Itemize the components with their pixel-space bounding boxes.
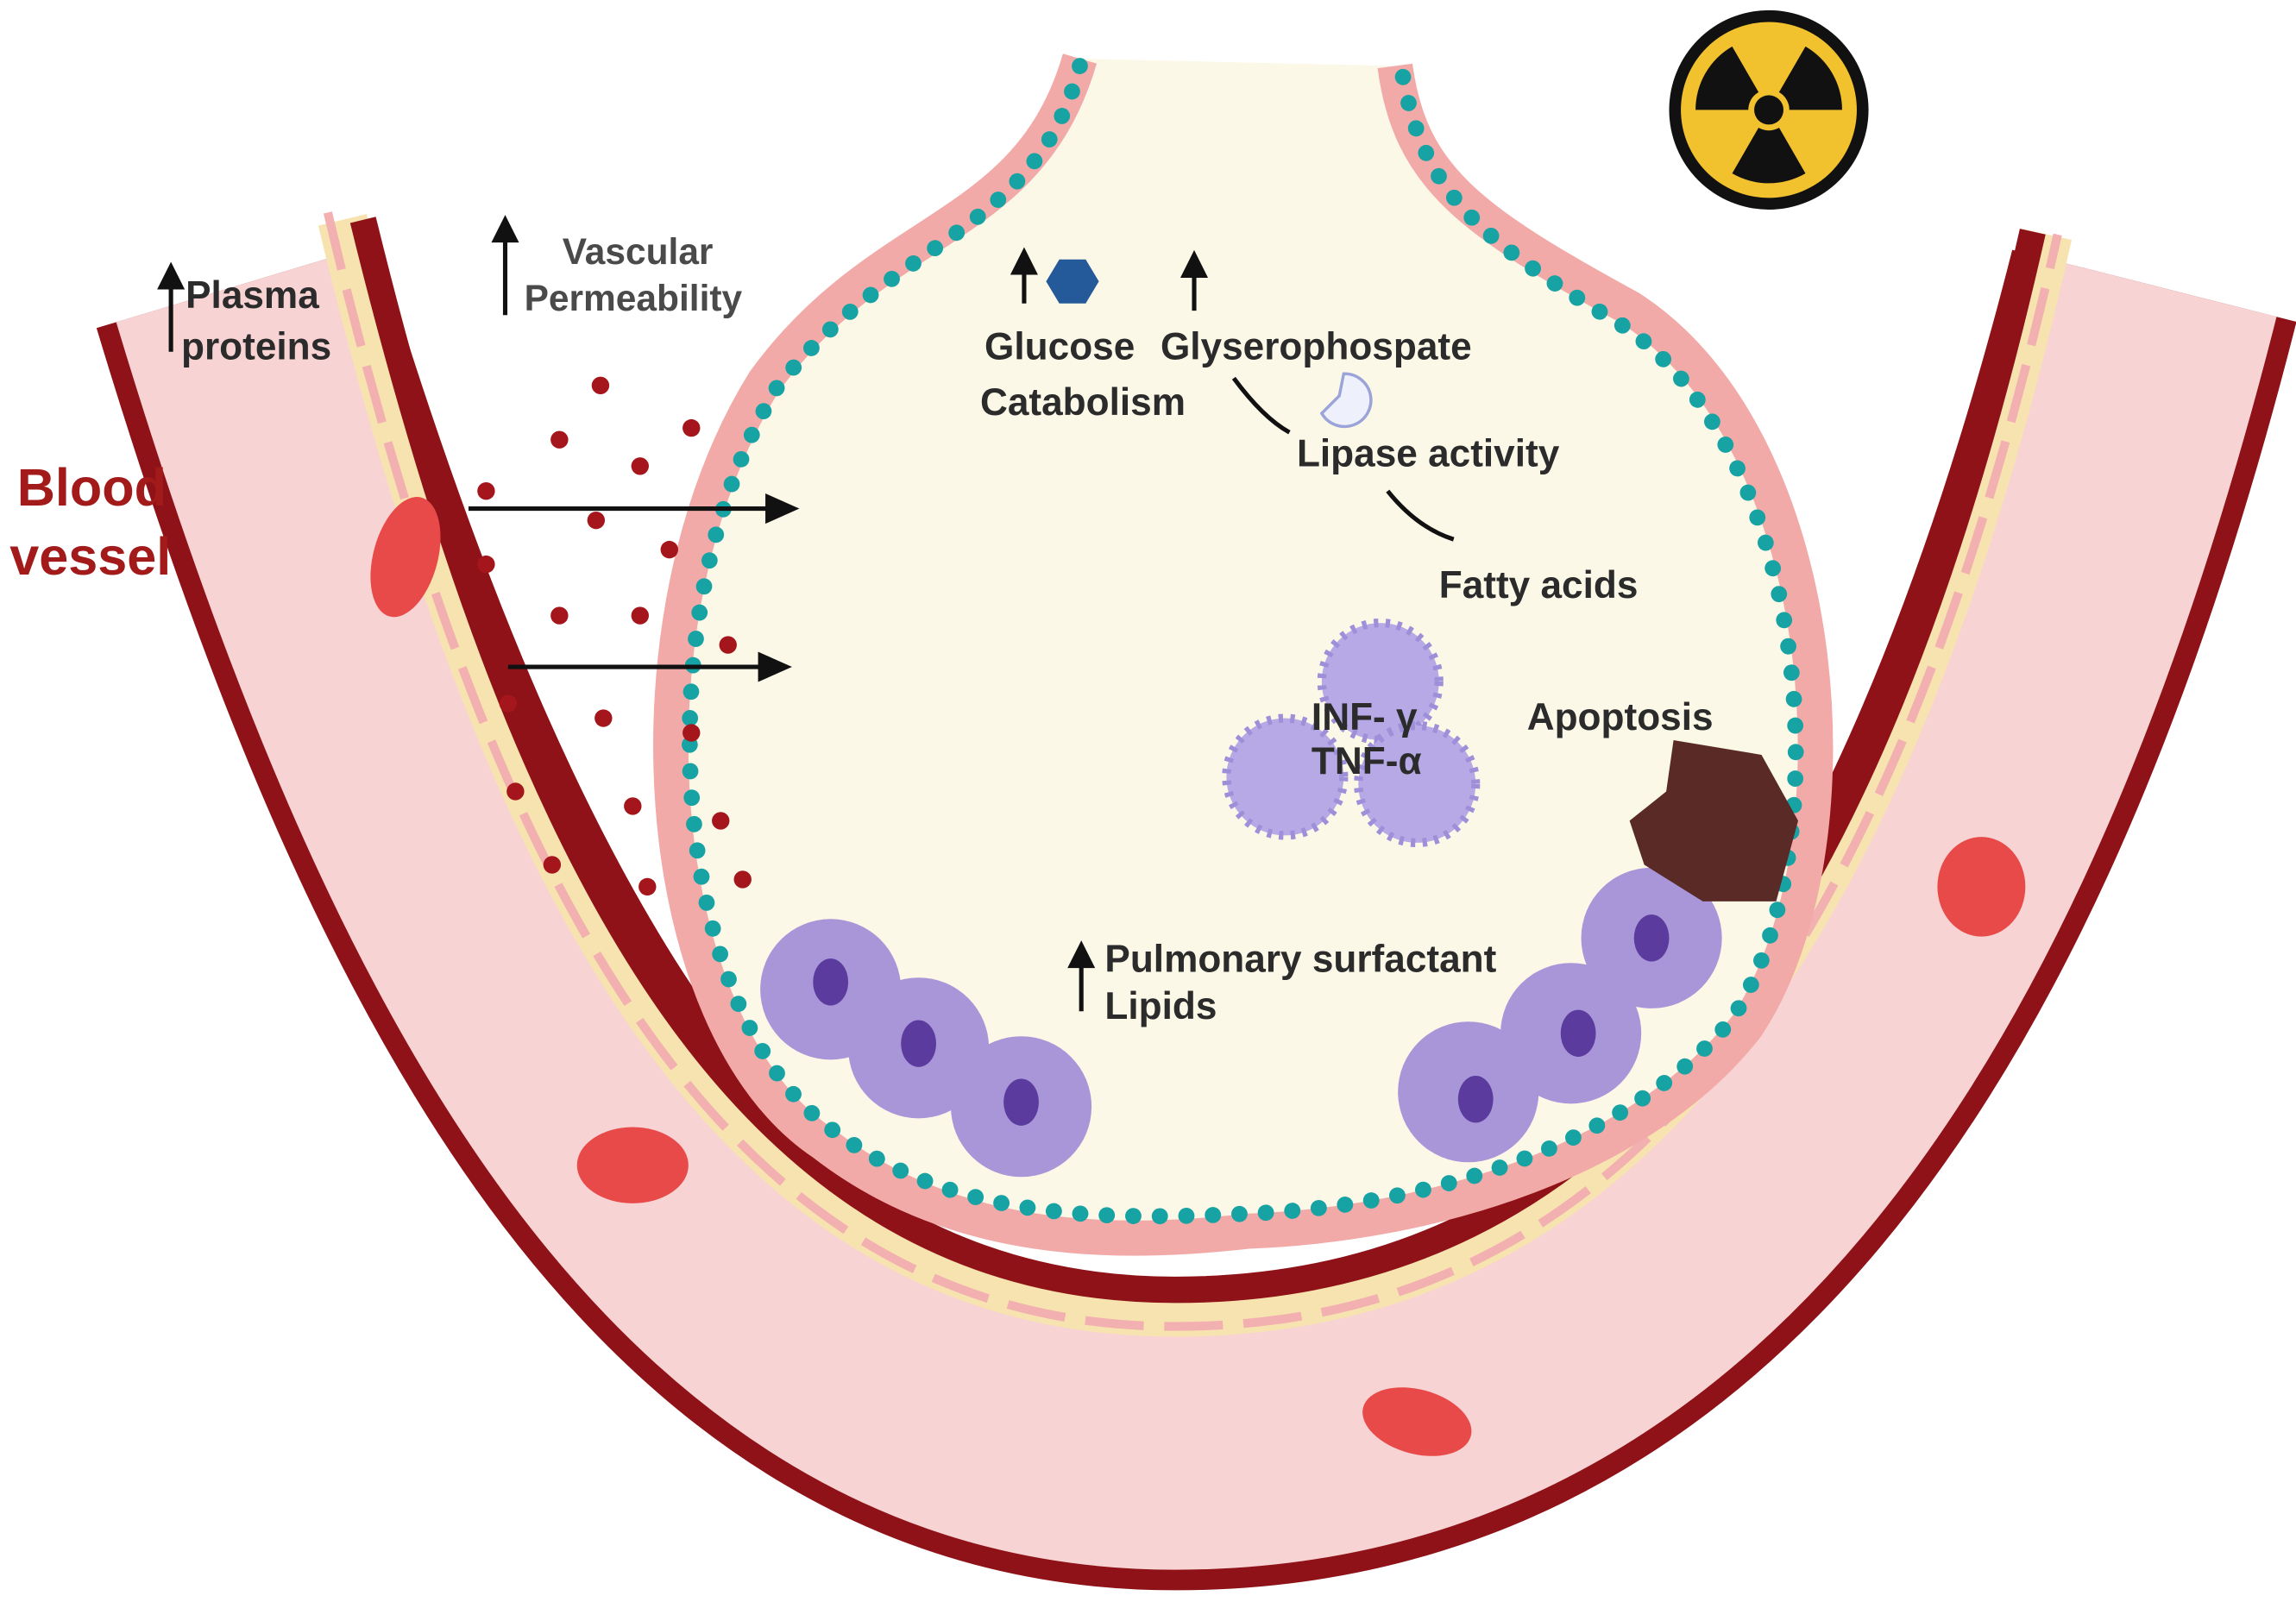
- catabolism-label: Catabolism: [980, 381, 1186, 424]
- fatty-acids-label: Fatty acids: [1439, 564, 1639, 606]
- vascular-label: Vascular: [563, 231, 714, 272]
- blood-vessel: [96, 211, 2296, 1591]
- permeability-label: Permeability: [525, 278, 743, 318]
- pathway-arrows: [1231, 376, 1455, 542]
- surfactant-label: Pulmonary surfactant: [1104, 938, 1496, 980]
- inf-gamma-label: INF- γ: [1312, 696, 1418, 738]
- lipase-activity-label: Lipase activity: [1297, 432, 1560, 474]
- proteins-label: proteins: [181, 325, 331, 368]
- red-blood-cells: [370, 497, 2026, 1456]
- apoptotic-cell-icon: [1629, 739, 1799, 902]
- plasma-protein-dots: [477, 376, 752, 896]
- plasma-label: Plasma: [186, 274, 319, 317]
- macrophages: [760, 867, 1722, 1178]
- cytokine-cells: [1222, 618, 1481, 848]
- radiation-hazard-icon: [1669, 9, 1869, 210]
- up-arrows: [157, 215, 1209, 1012]
- enzyme-icon: [1319, 372, 1373, 429]
- apoptosis-label: Apoptosis: [1527, 696, 1714, 738]
- vessel-label: vessel: [9, 527, 171, 586]
- glucose-label: Glucose: [984, 325, 1135, 368]
- lipids-label: Lipids: [1104, 985, 1217, 1027]
- hexagon-glucose-icon: [1046, 259, 1099, 304]
- alveolus: [653, 53, 1834, 1256]
- glycerophosphate-label: Glyserophospate: [1161, 325, 1472, 368]
- tnf-alpha-label: TNF-α: [1312, 740, 1422, 782]
- blood-label: Blood: [17, 458, 167, 517]
- leakage-arrows: [469, 493, 800, 682]
